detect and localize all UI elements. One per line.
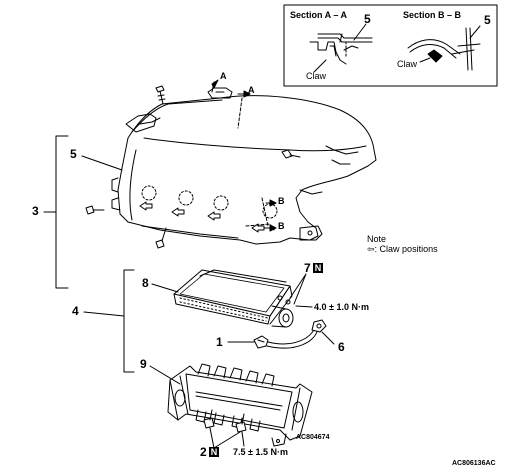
callout-9: 9 [140, 357, 147, 371]
figure-code-inner: AC804674 [296, 434, 330, 441]
callout-1: 1 [216, 335, 223, 349]
airbag-module [174, 270, 293, 327]
section-arrow-a-top-label: A [220, 71, 227, 81]
note-line: ⇦: Claw positions [367, 244, 438, 254]
callout-2-number: 2 [200, 445, 207, 459]
callout-8: 8 [142, 276, 149, 290]
section-b-callout-5: 5 [484, 13, 491, 27]
section-arrow-b-lower [264, 225, 276, 231]
bolt-right [236, 414, 246, 432]
torque-upper: 4.0 ± 1.0 N·m [314, 302, 369, 312]
section-arrow-b-upper-label: B [278, 196, 285, 206]
section-a-title: Section A – A [290, 10, 348, 20]
callout-7-new-part-badge: N [312, 263, 324, 273]
section-b-drawing [408, 26, 480, 70]
cover-screw-top [156, 86, 165, 104]
leader-8 [152, 284, 178, 292]
callout-2-new-part-badge: N [208, 447, 220, 457]
bracket-4 [84, 270, 134, 372]
callout-7-number: 7 [304, 261, 311, 275]
claw-arrow-icon: ⇦ [367, 244, 375, 254]
section-inset [284, 5, 497, 86]
leader-7 [290, 274, 306, 304]
torque-lower: 7.5 ± 1.5 N·m [233, 447, 288, 457]
section-arrow-a-right-label: A [248, 85, 255, 95]
callout-4: 4 [72, 304, 79, 318]
note-text: : Claw positions [374, 244, 438, 254]
section-a-drawing [310, 24, 372, 72]
figure-code-outer: AC806136AC [452, 460, 496, 467]
section-a-callout-5: 5 [364, 12, 371, 26]
cover-screw-left [86, 206, 104, 214]
section-arrow-a-top [212, 80, 218, 92]
section-b-claw-label: Claw [397, 59, 418, 69]
callout-6: 6 [338, 340, 345, 354]
leader-6 [322, 332, 334, 344]
cover-screw-bottom [156, 228, 166, 248]
section-a-claw-label: Claw [306, 71, 327, 81]
mounting-bracket [168, 364, 312, 446]
leader-torque-upper [296, 306, 312, 307]
leader-9 [150, 366, 180, 384]
note-title: Note [367, 234, 387, 244]
callout-5: 5 [70, 147, 77, 161]
harness-connector [254, 320, 326, 348]
section-arrow-b-lower-label: B [278, 221, 285, 231]
section-b-title: Section B – B [403, 10, 462, 20]
section-arrow-b-upper [266, 200, 276, 206]
bracket-3 [44, 136, 68, 288]
cover-panel [112, 88, 376, 244]
bolt-left [204, 410, 214, 428]
leader-2 [210, 428, 240, 448]
leader-torque-lower [242, 432, 244, 446]
leader-5 [82, 156, 122, 170]
callout-3: 3 [32, 204, 39, 218]
section-arrow-a-right [238, 91, 250, 97]
cover-screw-right [282, 150, 300, 158]
